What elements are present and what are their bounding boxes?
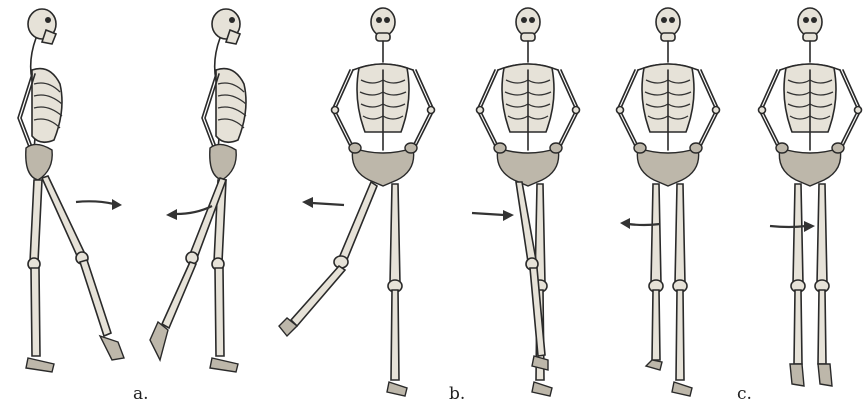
skeleton-side-flexion: [150, 9, 246, 372]
panel-label-a: a.: [133, 384, 149, 404]
skeleton-side-extension: [18, 9, 124, 372]
panel-label-b: b.: [449, 384, 465, 404]
skeleton-front-internal-rotation: [617, 8, 720, 396]
skeleton-front-adduction: [477, 8, 580, 396]
arrow-left-3: [302, 197, 344, 208]
skeleton-front-external-rotation: [759, 8, 862, 386]
panel-label-c: c.: [737, 384, 752, 404]
arrow-right-1: [76, 199, 122, 210]
arrow-right-6: [770, 221, 815, 232]
arrow-right-4: [472, 210, 514, 221]
